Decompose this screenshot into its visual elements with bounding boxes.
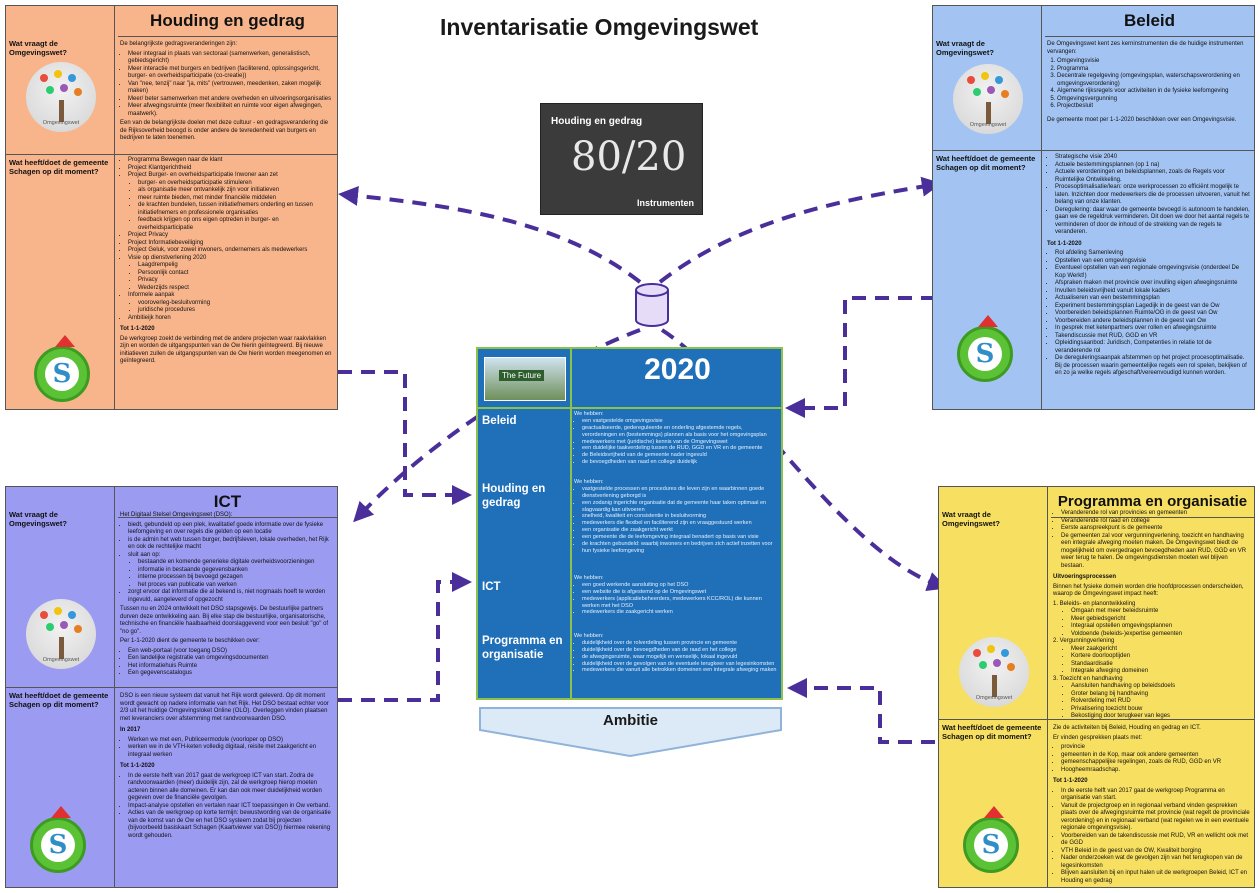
schagen-logo: S [30, 806, 86, 873]
schagen-logo: S [34, 335, 90, 402]
section-omgevingswet: Veranderende rol van provincies en gemee… [1053, 510, 1250, 721]
panel-ict: ICT Wat vraagt de Omgevingswet? Wat heef… [5, 486, 338, 888]
question-label: Wat vraagt de Omgevingswet? [9, 39, 67, 57]
section-gemeente: Strategische visie 2040Actuele bestemmin… [1047, 154, 1250, 378]
section-omgevingswet: Het Digitaal Stelsel Omgevingswet (DSO):… [120, 510, 333, 678]
panel-houding-en-gedrag: Houding en gedrag Wat vraagt de Omgeving… [5, 5, 338, 410]
row-body: We hebben: vastgestelde processen en pro… [574, 479, 777, 555]
center-2020-box: The Future 2020 Beleid We hebben: een va… [476, 347, 783, 700]
section-omgevingswet: De belangrijkste gedragsveranderingen zi… [120, 39, 333, 145]
chalkboard-footer: Instrumenten [636, 198, 694, 208]
question-label: Wat vraagt de Omgevingswet? [942, 510, 1000, 528]
future-thumbnail: The Future [484, 357, 566, 401]
omgevingswet-tree-logo: Omgevingswet [26, 62, 96, 132]
panel-programma-en-organisatie: Programma en organisatie Wat vraagt de O… [938, 486, 1255, 888]
row-label: ICT [482, 581, 501, 593]
row-body: We hebben: een goed werkende aansluiting… [574, 575, 777, 616]
arrow-houding-to-center [338, 370, 472, 505]
question-label: Wat heeft/doet de gemeente Schagen op di… [942, 723, 1042, 741]
arrow-to-ict [353, 328, 641, 523]
schagen-logo: S [963, 806, 1019, 873]
schagen-logo: S [957, 315, 1013, 382]
arrow-beleid-to-center [785, 296, 935, 418]
question-label: Wat vraagt de Omgevingswet? [936, 39, 994, 57]
row-label: Houding en gedrag [482, 483, 546, 509]
question-label: Wat heeft/doet de gemeente Schagen op di… [9, 158, 109, 176]
omgevingswet-tree-logo: Omgevingswet [959, 637, 1029, 707]
row-label: Programma en organisatie [482, 635, 563, 661]
ambitie-arrow [479, 707, 782, 758]
row-body: We hebben: een vastgestelde omgevingsvis… [574, 411, 777, 466]
omgevingswet-tree-logo: Omgevingswet [26, 599, 96, 669]
section-gemeente: DSO is een nieuw systeem dat vanuit het … [120, 691, 333, 840]
question-label: Wat heeft/doet de gemeente Schagen op di… [9, 691, 109, 709]
question-label: Wat heeft/doet de gemeente Schagen op di… [936, 154, 1036, 172]
year-heading: 2020 [644, 353, 711, 386]
chalkboard-title: Houding en gedrag [551, 116, 643, 127]
panel-beleid: Beleid Wat vraagt de Omgevingswet? Wat h… [932, 5, 1255, 410]
section-gemeente: Zie de activiteiten bij Beleid, Houding … [1053, 723, 1250, 885]
database-icon [635, 283, 669, 327]
panel-title: ICT [118, 487, 337, 518]
panel-title: Houding en gedrag [118, 6, 337, 37]
section-omgevingswet: De Omgevingswet kent zes kerninstrumente… [1047, 39, 1250, 126]
page-title: Inventarisatie Omgevingswet [440, 14, 759, 40]
ambitie-label: Ambitie [602, 712, 658, 729]
arrow-to-programma [660, 328, 948, 592]
arrow-to-beleid [658, 176, 942, 284]
arrow-programma-to-center [787, 678, 935, 744]
chalkboard-image: Houding en gedrag 80/20 Instrumenten [540, 103, 703, 215]
row-label: Beleid [482, 415, 517, 427]
arrow-ict-to-center [338, 572, 472, 702]
chalkboard-figure: 80/20 [571, 134, 687, 180]
omgevingswet-tree-logo: Omgevingswet [953, 64, 1023, 134]
panel-title: Programma en organisatie [1051, 487, 1254, 518]
row-body: We hebben: duidelijkheid over de rolverd… [574, 633, 777, 674]
panel-title: Beleid [1045, 6, 1254, 37]
question-label: Wat vraagt de Omgevingswet? [9, 510, 67, 528]
section-gemeente: Programma Bewegen naar de klantProject K… [120, 157, 333, 368]
